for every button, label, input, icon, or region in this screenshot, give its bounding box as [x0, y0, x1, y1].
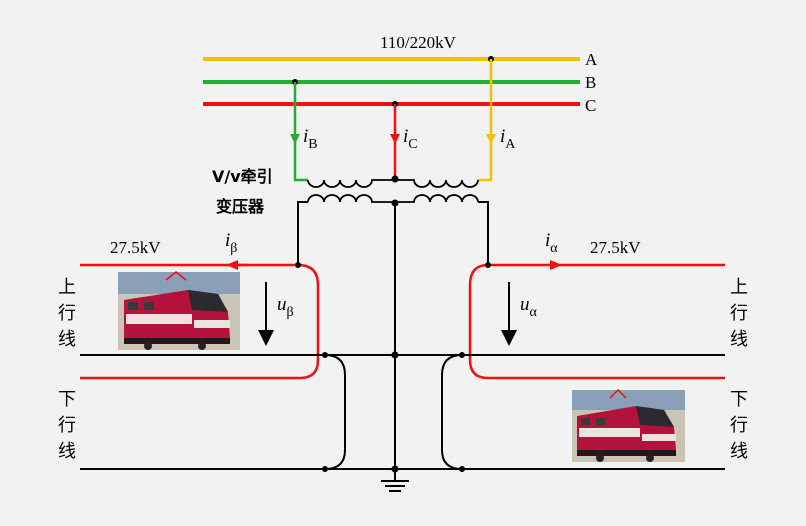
locomotive-up-line	[118, 271, 240, 350]
up-line-label-left: 上 行 线	[58, 277, 76, 350]
primary-winding-left	[307, 179, 395, 188]
svg-text:行: 行	[58, 415, 76, 436]
current-ialpha-label: iα	[545, 230, 558, 256]
left-catenary-feeder	[80, 263, 320, 380]
voltage-ubeta-label: uβ	[277, 294, 294, 320]
left-return-bond	[324, 354, 346, 470]
phase-c-arrow	[390, 134, 400, 144]
up-line-label-right: 上 行 线	[730, 277, 748, 350]
primary-neutral-dot	[391, 175, 399, 183]
secondary-right-lead	[478, 201, 489, 265]
svg-text:上: 上	[58, 277, 76, 298]
right-catenary-feeder	[468, 263, 725, 380]
right-feeder-arrow	[550, 260, 562, 270]
phase-c-label: C	[585, 96, 596, 115]
down-line-label-left: 下 行 线	[58, 389, 76, 462]
rail-node-down-center	[391, 465, 399, 473]
svg-text:线: 线	[730, 329, 748, 350]
right-return-bond	[441, 354, 463, 470]
primary-winding-right	[395, 179, 479, 188]
svg-text:行: 行	[730, 415, 748, 436]
down-line-label-right: 下 行 线	[730, 389, 748, 462]
svg-text:上: 上	[730, 277, 748, 298]
transformer-label-line1: V/v牵引	[212, 167, 273, 186]
right-feeder-voltage: 27.5kV	[590, 238, 641, 257]
left-feeder-arrow	[226, 260, 238, 270]
current-ia-label: iA	[500, 126, 516, 152]
phase-b-label: B	[585, 73, 596, 92]
transformer-label-line2: 变压器	[216, 197, 265, 216]
voltage-ualpha-label: uα	[520, 294, 538, 320]
svg-text:行: 行	[58, 303, 76, 324]
svg-text:线: 线	[58, 441, 76, 462]
current-ic-label: iC	[403, 126, 418, 152]
locomotive-down-line	[572, 388, 685, 462]
svg-text:下: 下	[58, 389, 76, 410]
right-feeder-node	[485, 262, 491, 268]
svg-text:线: 线	[730, 441, 748, 462]
current-ibeta-label: iβ	[225, 230, 237, 256]
rail-node-up-center	[391, 351, 399, 359]
left-feeder-voltage: 27.5kV	[110, 238, 161, 257]
svg-text:线: 线	[58, 329, 76, 350]
left-feeder-node	[295, 262, 301, 268]
phase-a-drop-wire	[478, 59, 493, 182]
supply-voltage-label: 110/220kV	[380, 33, 457, 52]
current-ib-label: iB	[303, 126, 318, 152]
secondary-winding-right	[395, 194, 479, 203]
phase-a-arrow	[486, 134, 496, 144]
phase-a-label: A	[585, 50, 598, 69]
ground-symbol	[381, 480, 409, 492]
phase-b-drop-wire	[293, 82, 308, 182]
svg-text:下: 下	[730, 389, 748, 410]
secondary-winding-left	[307, 194, 395, 203]
svg-text:行: 行	[730, 303, 748, 324]
secondary-left-lead	[297, 201, 308, 265]
phase-b-arrow	[290, 134, 300, 144]
